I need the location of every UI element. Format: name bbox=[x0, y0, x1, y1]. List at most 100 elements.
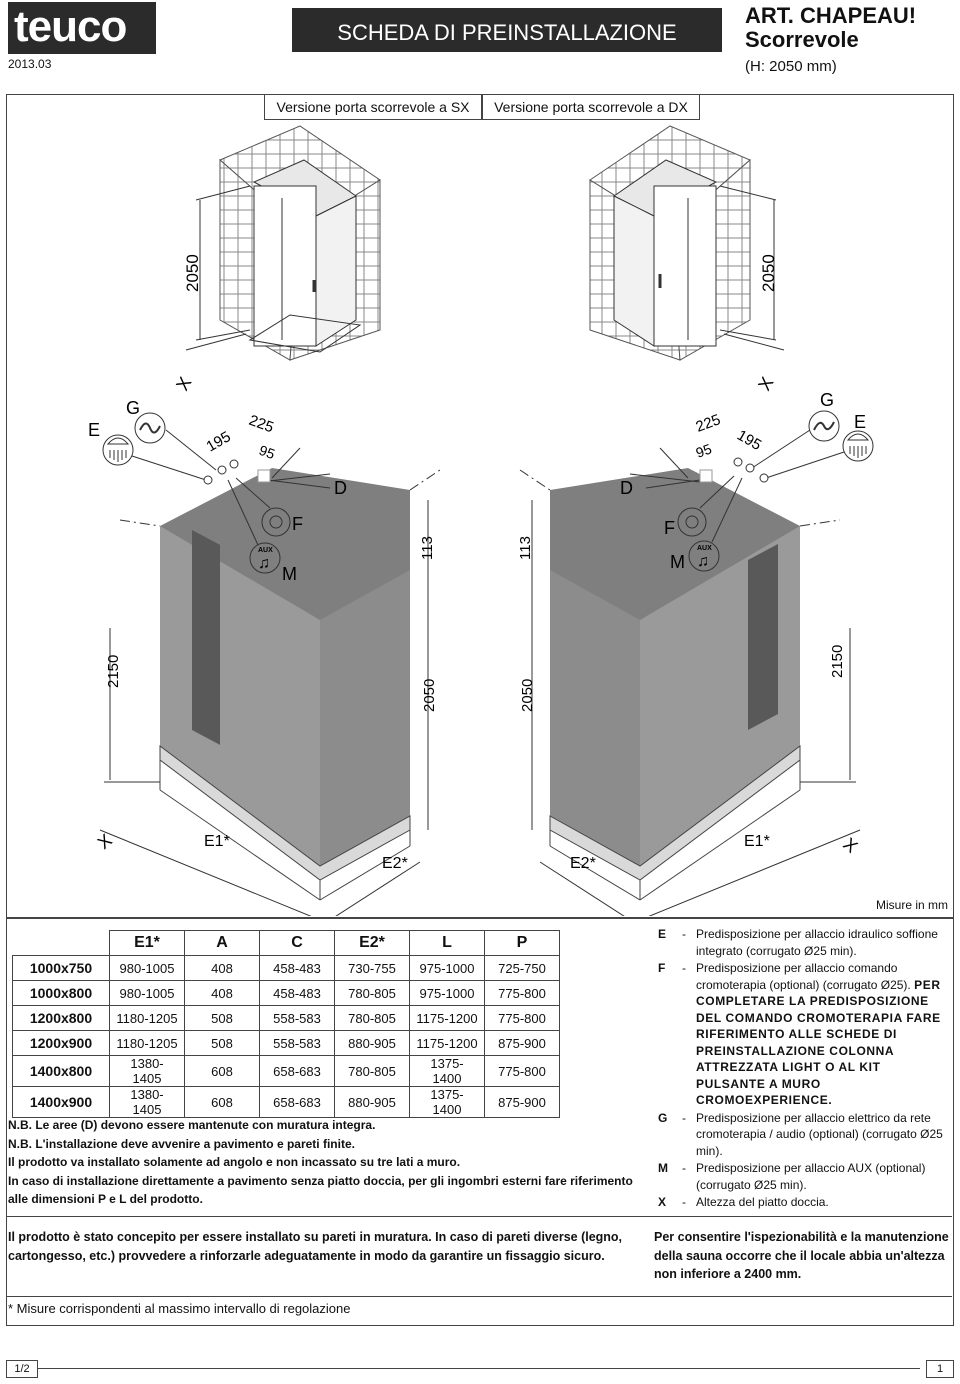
left-e-label: E bbox=[88, 420, 100, 440]
product-subtitle: Scorrevole bbox=[745, 27, 859, 52]
power-icon bbox=[808, 410, 840, 442]
right-room-2050: 2050 bbox=[519, 679, 536, 712]
table-cell: 775-800 bbox=[484, 1005, 560, 1031]
table-cell: 780-805 bbox=[334, 1005, 410, 1031]
left-height-label: 2050 bbox=[183, 254, 202, 292]
table-cell: 1180-1205 bbox=[109, 1005, 185, 1031]
col-header: C bbox=[259, 930, 335, 956]
right-m-label: M bbox=[670, 552, 685, 572]
notes-block: N.B. Le aree (D) devono essere mantenute… bbox=[8, 1116, 642, 1209]
table-cell: 658-683 bbox=[259, 1055, 335, 1087]
note-line: N.B. L'installazione deve avvenire a pav… bbox=[8, 1136, 355, 1151]
right-x-label: X bbox=[754, 374, 777, 394]
tab-right-version: Versione porta scorrevole a DX bbox=[482, 94, 700, 120]
table-cell: 1375-1400 bbox=[409, 1086, 485, 1118]
table-cell: 558-583 bbox=[259, 1030, 335, 1056]
inspection-note: Per consentire l'ispezionabilità e la ma… bbox=[654, 1230, 949, 1281]
tab-left-version: Versione porta scorrevole a SX bbox=[264, 94, 482, 120]
divider bbox=[6, 1216, 952, 1217]
brand-logo: teuco bbox=[8, 2, 156, 54]
row-size: 1400x800 bbox=[12, 1055, 110, 1087]
chromo-icon bbox=[677, 507, 707, 537]
table-cell: 725-750 bbox=[484, 955, 560, 981]
units-note: Misure in mm bbox=[875, 898, 948, 912]
table-cell: 408 bbox=[184, 955, 260, 981]
col-header: E2* bbox=[334, 930, 410, 956]
aux-icon bbox=[249, 542, 281, 574]
table-cell: 980-1005 bbox=[109, 955, 185, 981]
legend-item: X-Altezza del piatto doccia. bbox=[658, 1195, 829, 1209]
table-cell: 880-905 bbox=[334, 1030, 410, 1056]
left-dim-195: 195 bbox=[204, 428, 234, 455]
right-room-height: 2150 bbox=[829, 645, 846, 678]
table-cell: 1180-1205 bbox=[109, 1030, 185, 1056]
legend-item: F-Predisposizione per allaccio comando c… bbox=[658, 961, 941, 1107]
doc-date: 2013.03 bbox=[8, 57, 52, 71]
shower-icon bbox=[102, 434, 134, 466]
table-cell: 1375-1400 bbox=[409, 1055, 485, 1087]
left-aux-text: AUX bbox=[258, 547, 273, 554]
table-cell: 875-900 bbox=[484, 1030, 560, 1056]
music-note-icon: ♫ bbox=[258, 555, 270, 572]
left-e2-label: E2* bbox=[382, 855, 408, 872]
left-f-label: F bbox=[292, 514, 303, 534]
aux-icon bbox=[688, 540, 720, 572]
table-cell: 408 bbox=[184, 980, 260, 1006]
right-dim-95: 95 bbox=[694, 440, 714, 460]
table-cell: 975-1000 bbox=[409, 980, 485, 1006]
col-header: A bbox=[184, 930, 260, 956]
row-size: 1000x800 bbox=[12, 980, 110, 1006]
row-size: 1400x900 bbox=[12, 1086, 110, 1118]
table-cell: 608 bbox=[184, 1086, 260, 1118]
table-cell: 1175-1200 bbox=[409, 1030, 485, 1056]
left-x-label: X bbox=[172, 374, 195, 394]
table-cell: 1380-1405 bbox=[109, 1055, 185, 1087]
height-note: (H: 2050 mm) bbox=[745, 58, 837, 75]
row-size: 1200x900 bbox=[12, 1030, 110, 1056]
left-iso-enclosure bbox=[185, 125, 381, 361]
col-header: E1* bbox=[109, 930, 185, 956]
note-line: In caso di installazione direttamente a … bbox=[8, 1173, 633, 1207]
shower-head-icon bbox=[846, 433, 870, 458]
legend-item: E-Predisposizione per allaccio idraulico… bbox=[658, 927, 938, 958]
table-cell: 558-583 bbox=[259, 1005, 335, 1031]
walls-note: Il prodotto è stato concepito per essere… bbox=[8, 1230, 623, 1263]
footnote: * Misure corrispondenti al massimo inter… bbox=[8, 1301, 351, 1316]
note-line: N.B. Le aree (D) devono essere mantenute… bbox=[8, 1118, 376, 1132]
row-size: 1000x750 bbox=[12, 955, 110, 981]
legend-block: E-Predisposizione per allaccio idraulico… bbox=[658, 926, 952, 1212]
footer-rule bbox=[38, 1368, 920, 1369]
table-cell: 608 bbox=[184, 1055, 260, 1087]
table-cell: 458-483 bbox=[259, 980, 335, 1006]
left-dim-95: 95 bbox=[257, 442, 277, 462]
divider bbox=[6, 1296, 952, 1297]
table-cell: 658-683 bbox=[259, 1086, 335, 1118]
col-header: L bbox=[409, 930, 485, 956]
table-cell: 508 bbox=[184, 1030, 260, 1056]
left-room-height: 2150 bbox=[105, 655, 122, 688]
technical-drawing: 2050 X 2050 X 215 bbox=[88, 125, 874, 916]
row-size: 1200x800 bbox=[12, 1005, 110, 1031]
power-icon bbox=[134, 412, 166, 444]
table-cell: 880-905 bbox=[334, 1086, 410, 1118]
table-cell: 775-800 bbox=[484, 980, 560, 1006]
table-cell: 780-805 bbox=[334, 980, 410, 1006]
right-e1-label: E1* bbox=[744, 833, 770, 850]
table-cell: 458-483 bbox=[259, 955, 335, 981]
right-e2-label: E2* bbox=[570, 855, 596, 872]
chromo-icon bbox=[261, 507, 291, 537]
right-iso-enclosure bbox=[589, 125, 785, 361]
right-height-label: 2050 bbox=[759, 254, 778, 292]
left-room-view bbox=[99, 447, 441, 916]
table-cell: 1175-1200 bbox=[409, 1005, 485, 1031]
right-aux-text: AUX bbox=[697, 545, 712, 552]
left-room-x: X bbox=[94, 830, 116, 853]
right-g-label: G bbox=[820, 390, 834, 410]
